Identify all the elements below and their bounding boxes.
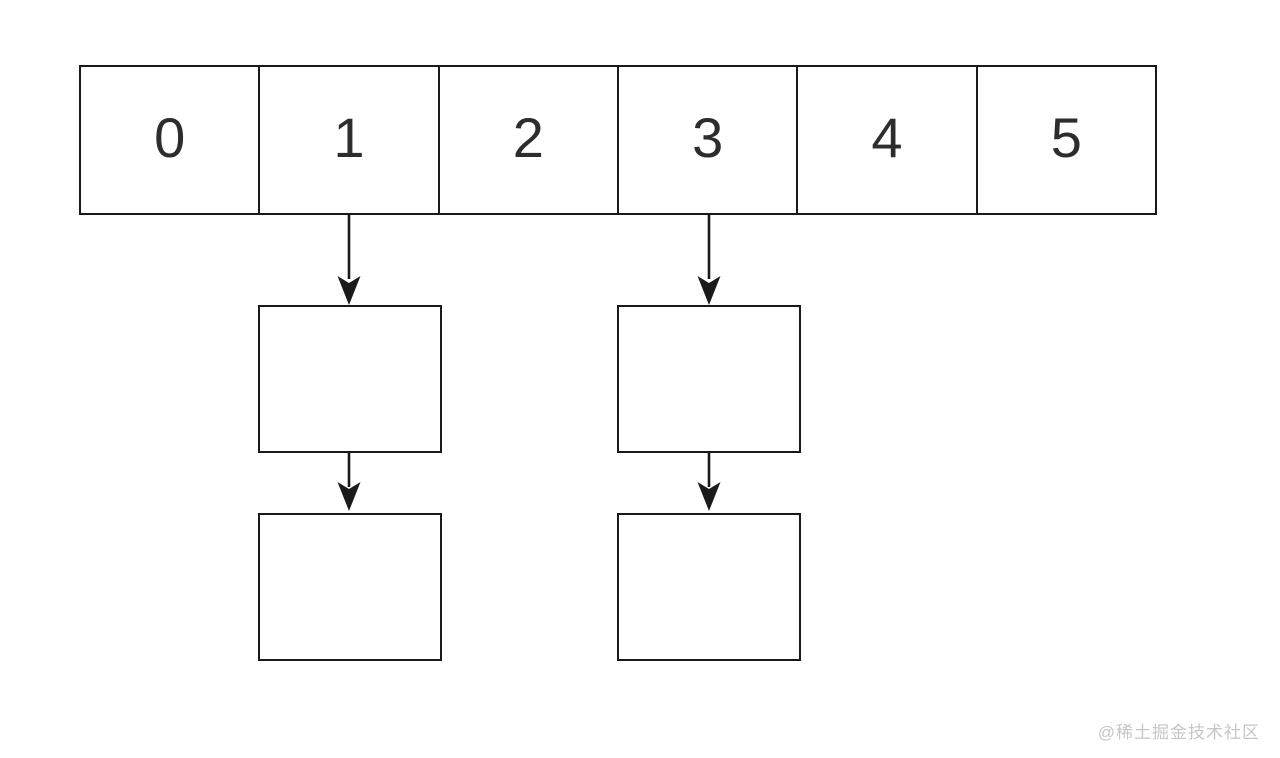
- chain-node-box-3a: [617, 305, 801, 453]
- array-cell-label: 3: [692, 106, 724, 169]
- array-cell-label: 4: [871, 106, 903, 169]
- chain-node-box-1a: [258, 305, 442, 453]
- arrow-down-connector: [337, 215, 361, 305]
- array-cell-1: 1: [260, 67, 440, 213]
- chain-node-box-3b: [617, 513, 801, 661]
- array-cell-5: 5: [978, 67, 1155, 213]
- arrow-down-connector: [697, 453, 721, 511]
- array-cell-3: 3: [619, 67, 799, 213]
- array-cell-2: 2: [440, 67, 619, 213]
- array-row: 0 1 2 3 4 5: [79, 65, 1157, 215]
- array-cell-label: 2: [512, 106, 544, 169]
- array-cell-label: 5: [1050, 106, 1082, 169]
- array-cell-0: 0: [81, 67, 261, 213]
- watermark: @稀土掘金技术社区: [1097, 723, 1260, 742]
- chain-node-box-1b: [258, 513, 442, 661]
- array-cell-label: 1: [333, 106, 365, 169]
- array-cell-4: 4: [798, 67, 978, 213]
- arrow-down-connector: [697, 215, 721, 305]
- arrow-down-connector: [337, 453, 361, 511]
- array-cell-label: 0: [154, 106, 186, 169]
